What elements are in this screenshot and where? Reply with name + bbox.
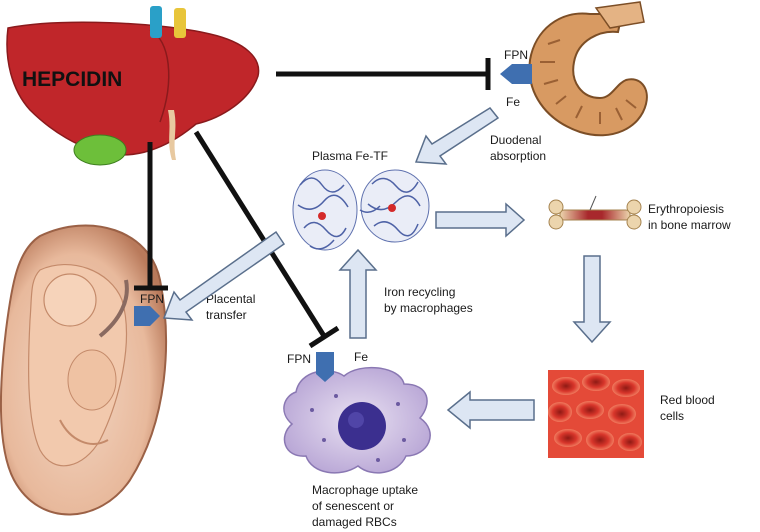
gallbladder bbox=[73, 134, 127, 166]
duodenal-absorption-label-2: absorption bbox=[490, 149, 546, 163]
fe-duodenum-label: Fe bbox=[506, 95, 520, 109]
fpn-placenta-label: FPN bbox=[140, 292, 164, 306]
erythropoiesis-label-1: Erythropoiesis bbox=[648, 202, 724, 216]
duodenum-folds bbox=[540, 39, 637, 124]
liver-lobes bbox=[6, 21, 260, 156]
fe-macrophage-label: Fe bbox=[354, 350, 368, 364]
placental-transfer-label-2: transfer bbox=[206, 308, 247, 322]
plasma-fe-tf-label: Plasma Fe-TF bbox=[312, 149, 388, 163]
fetus-illustration bbox=[0, 224, 167, 516]
hepatic-vein bbox=[150, 6, 162, 38]
uptake-label-3: damaged RBCs bbox=[312, 515, 397, 529]
inhibition-placenta bbox=[134, 142, 168, 291]
iron-recycling-label-1: Iron recycling bbox=[384, 285, 455, 299]
duodenal-absorption-label-1: Duodenal bbox=[490, 133, 541, 147]
rbc-label-2: cells bbox=[660, 409, 684, 423]
arrow-marrow-to-rbc bbox=[572, 255, 612, 344]
transferrin-protein bbox=[292, 169, 430, 251]
iron-atom bbox=[388, 204, 396, 212]
arrow-plasma-to-marrow bbox=[435, 202, 526, 238]
duodenum-illustration bbox=[528, 1, 648, 137]
arrow-macrophage-to-plasma bbox=[338, 248, 378, 339]
arrow-absorption-to-plasma bbox=[414, 107, 500, 165]
duodenum-tube bbox=[528, 12, 648, 137]
fpn-macrophage-label: FPN bbox=[287, 352, 311, 366]
arrow-plasma-to-placenta bbox=[162, 230, 286, 321]
iron-atom bbox=[318, 212, 326, 220]
bile-duct bbox=[168, 110, 176, 160]
duodenum-opening bbox=[594, 1, 645, 29]
bone-illustration bbox=[548, 195, 642, 230]
erythropoiesis-label-2: in bone marrow bbox=[648, 218, 731, 232]
rbc-label-1: Red blood bbox=[660, 393, 715, 407]
liver-illustration: HEPCIDIN bbox=[6, 6, 260, 166]
uptake-label-2: of senescent or bbox=[312, 499, 394, 513]
uptake-label-1: Macrophage uptake bbox=[312, 483, 418, 497]
macrophage-illustration bbox=[283, 366, 431, 474]
fpn-placenta-icon bbox=[134, 306, 160, 326]
inhibition-duodenum bbox=[276, 58, 491, 90]
fpn-macrophage-icon bbox=[316, 352, 334, 382]
hepatic-artery bbox=[174, 8, 186, 38]
iron-recycling-label-2: by macrophages bbox=[384, 301, 473, 315]
inhibition-macrophage bbox=[193, 130, 340, 349]
placental-transfer-label-1: Placental bbox=[206, 292, 255, 306]
hepcidin-label: HEPCIDIN bbox=[22, 68, 122, 91]
fpn-duodenum-label: FPN bbox=[504, 48, 528, 62]
red-blood-cells bbox=[548, 370, 644, 458]
fpn-duodenum-icon bbox=[500, 64, 532, 84]
arrow-rbc-to-macrophage bbox=[446, 390, 535, 430]
